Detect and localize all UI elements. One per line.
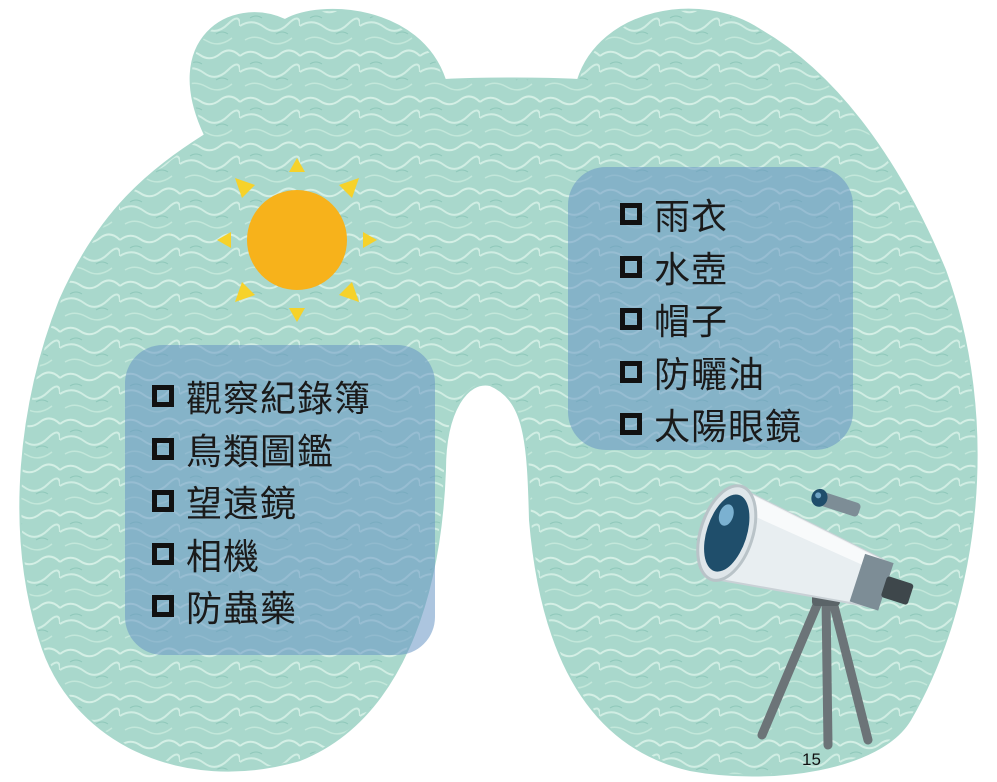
item-label: 防蟲藥 — [186, 589, 298, 631]
item-label: 雨衣 — [654, 197, 729, 239]
checkbox-empty-icon[interactable] — [620, 308, 642, 331]
item-label: 鳥類圖鑑 — [186, 431, 335, 473]
list-item[interactable]: 雨衣 — [620, 188, 802, 241]
list-item[interactable]: 相機 — [152, 528, 371, 581]
left-checklist-panel — [125, 345, 435, 655]
checkbox-empty-icon[interactable] — [620, 360, 642, 383]
item-label: 太陽眼鏡 — [654, 407, 803, 449]
item-label: 水壺 — [654, 249, 729, 291]
right-checklist: 雨衣 水壺 帽子 防曬油 太陽眼鏡 — [620, 188, 802, 451]
checkbox-empty-icon[interactable] — [152, 490, 174, 513]
item-label: 相機 — [186, 536, 261, 578]
checkbox-empty-icon[interactable] — [620, 203, 642, 226]
checkbox-empty-icon[interactable] — [620, 255, 642, 278]
checkbox-empty-icon[interactable] — [620, 413, 642, 436]
item-label: 觀察紀錄簿 — [186, 379, 372, 421]
list-item[interactable]: 觀察紀錄簿 — [152, 370, 371, 423]
list-item[interactable]: 帽子 — [620, 293, 802, 346]
list-item[interactable]: 防蟲藥 — [152, 580, 371, 633]
checkbox-empty-icon[interactable] — [152, 437, 174, 460]
left-checklist: 觀察紀錄簿 鳥類圖鑑 望遠鏡 相機 防蟲藥 — [152, 370, 371, 633]
list-item[interactable]: 鳥類圖鑑 — [152, 423, 371, 476]
item-label: 防曬油 — [654, 354, 766, 396]
list-item[interactable]: 望遠鏡 — [152, 475, 371, 528]
item-label: 帽子 — [654, 302, 729, 344]
item-label: 望遠鏡 — [186, 484, 298, 526]
checkbox-empty-icon[interactable] — [152, 542, 174, 565]
list-item[interactable]: 防曬油 — [620, 346, 802, 399]
list-item[interactable]: 水壺 — [620, 241, 802, 294]
right-checklist-panel — [568, 167, 853, 450]
list-item[interactable]: 太陽眼鏡 — [620, 398, 802, 451]
checkbox-empty-icon[interactable] — [152, 385, 174, 408]
checkbox-empty-icon[interactable] — [152, 595, 174, 618]
page-number: 15 — [802, 750, 821, 769]
